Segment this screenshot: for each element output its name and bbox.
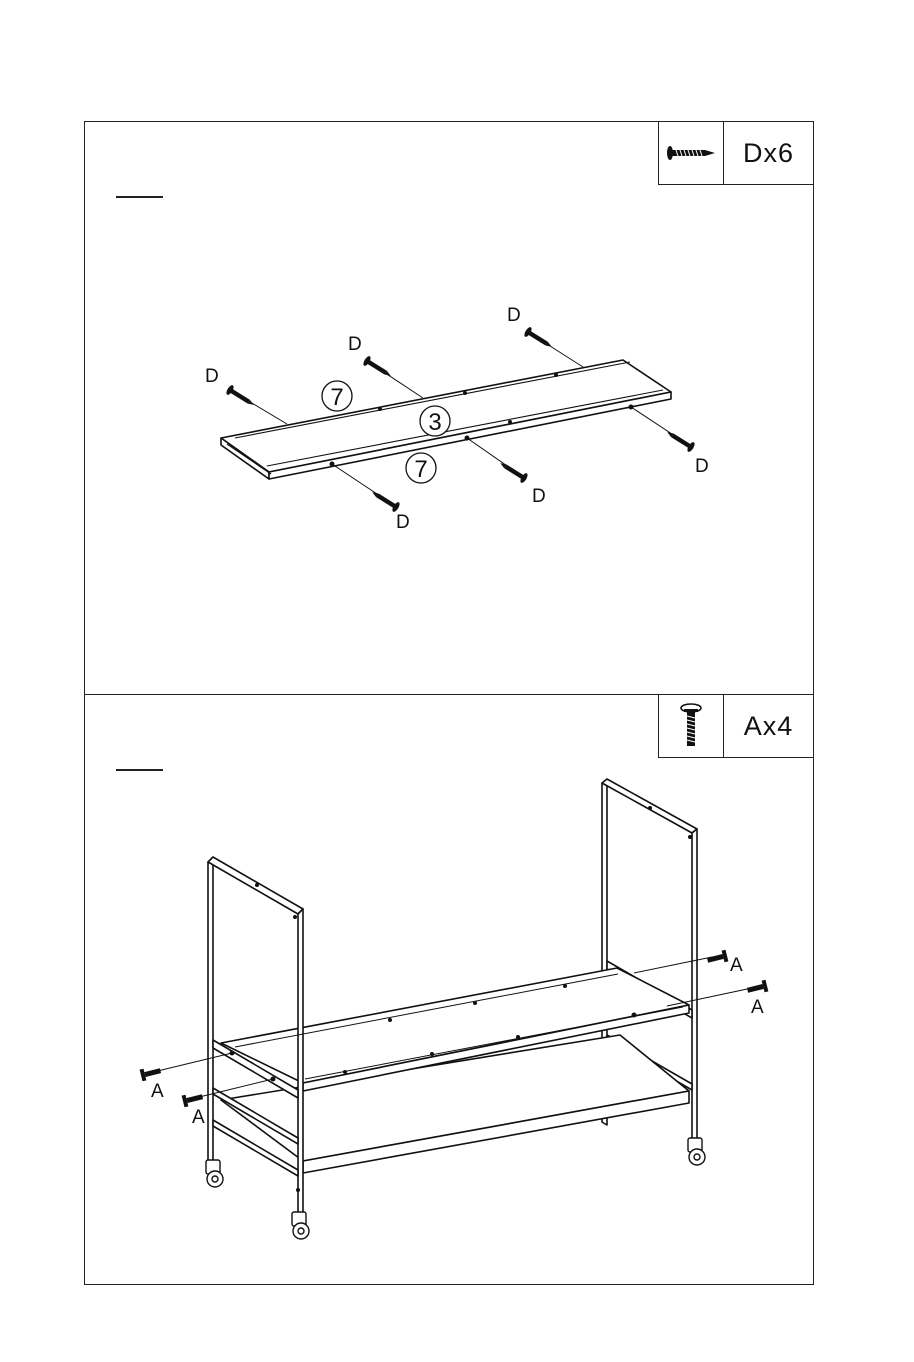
step-2-panel: Ax4 xyxy=(84,694,814,1285)
screw-d-1 xyxy=(225,384,257,409)
screw-label: D xyxy=(205,366,219,387)
screw-label: D xyxy=(396,512,410,533)
part-callout-7: 7 xyxy=(330,384,343,411)
part-callout-3: 3 xyxy=(428,409,441,436)
bolt-a-4 xyxy=(746,980,768,996)
caster-wheels xyxy=(206,1138,705,1239)
part-callout-7: 7 xyxy=(414,456,427,483)
screw-label: D xyxy=(348,334,362,355)
screw-label: D xyxy=(507,305,521,326)
bolt-a-2 xyxy=(182,1091,204,1107)
screw-d-3 xyxy=(523,326,555,351)
bolt-a-3 xyxy=(706,950,728,966)
bolt-label: A xyxy=(751,997,764,1018)
screw-label: D xyxy=(695,456,709,477)
bolt-label: A xyxy=(730,955,743,976)
screw-d-2 xyxy=(362,355,394,380)
bolt-label: A xyxy=(151,1081,164,1102)
screw-d-4 xyxy=(369,487,401,512)
bolt-a-1 xyxy=(140,1065,162,1081)
frame-assembly-diagram: A A A A xyxy=(85,695,813,1284)
screw-d-6 xyxy=(664,427,696,452)
screw-label: D xyxy=(532,486,546,507)
step-1-panel: Dx6 xyxy=(84,121,814,695)
bolt-label: A xyxy=(192,1107,205,1128)
shelf-assembly-diagram: D D D D D D 7 3 7 xyxy=(85,122,813,694)
